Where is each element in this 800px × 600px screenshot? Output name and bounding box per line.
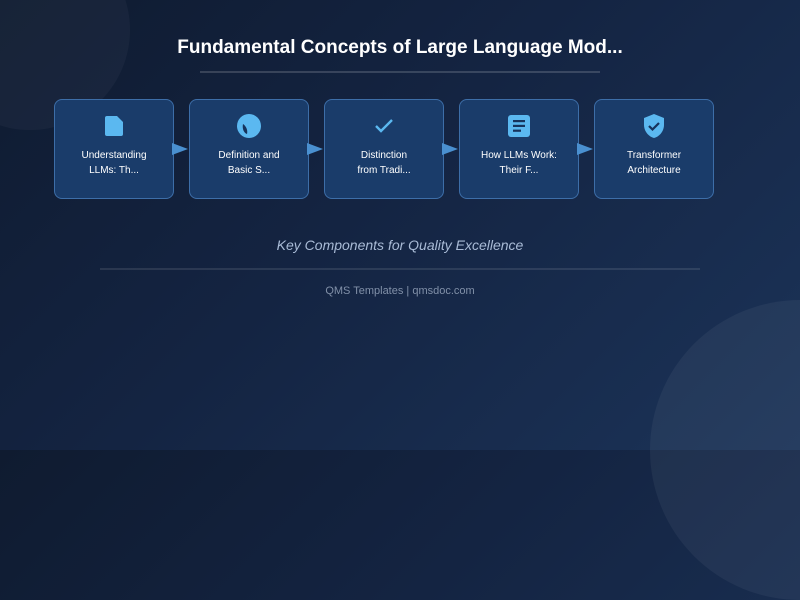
footer-credit: QMS Templates | qmsdoc.com	[325, 285, 475, 297]
footer-divider	[100, 268, 700, 270]
leaf-circle-icon	[236, 113, 262, 139]
title-divider	[200, 71, 600, 73]
arrow-right-icon	[172, 143, 188, 155]
flow-step-4[interactable]: How LLMs Work: Their F...	[459, 99, 579, 199]
page-title: Fundamental Concepts of Large Language M…	[177, 37, 623, 58]
shield-check-icon	[641, 113, 667, 139]
flow-step-label: Transformer Architecture	[626, 150, 682, 176]
text-document-icon	[506, 113, 532, 139]
flow-step-3[interactable]: Distinction from Tradi...	[324, 99, 444, 199]
arrow-right-icon	[577, 143, 593, 155]
flow-step-label: Distinction from Tradi...	[357, 150, 411, 176]
arrow-right-icon	[307, 143, 323, 155]
flow-step-label: Definition and Basic S...	[218, 150, 280, 176]
flow-step-5[interactable]: Transformer Architecture	[594, 99, 714, 199]
flow-step-2[interactable]: Definition and Basic S...	[189, 99, 309, 199]
document-icon	[101, 113, 127, 139]
subtitle: Key Components for Quality Excellence	[276, 237, 524, 253]
process-flow: Understanding LLMs: Th... Definition and…	[54, 99, 716, 201]
decorative-circle-bottom-right	[650, 300, 800, 600]
arrow-right-icon	[442, 143, 458, 155]
flow-step-label: Understanding LLMs: Th...	[81, 150, 147, 176]
checkmark-icon	[371, 113, 397, 139]
flow-step-label: How LLMs Work: Their F...	[481, 150, 557, 176]
flow-step-1[interactable]: Understanding LLMs: Th...	[54, 99, 174, 199]
